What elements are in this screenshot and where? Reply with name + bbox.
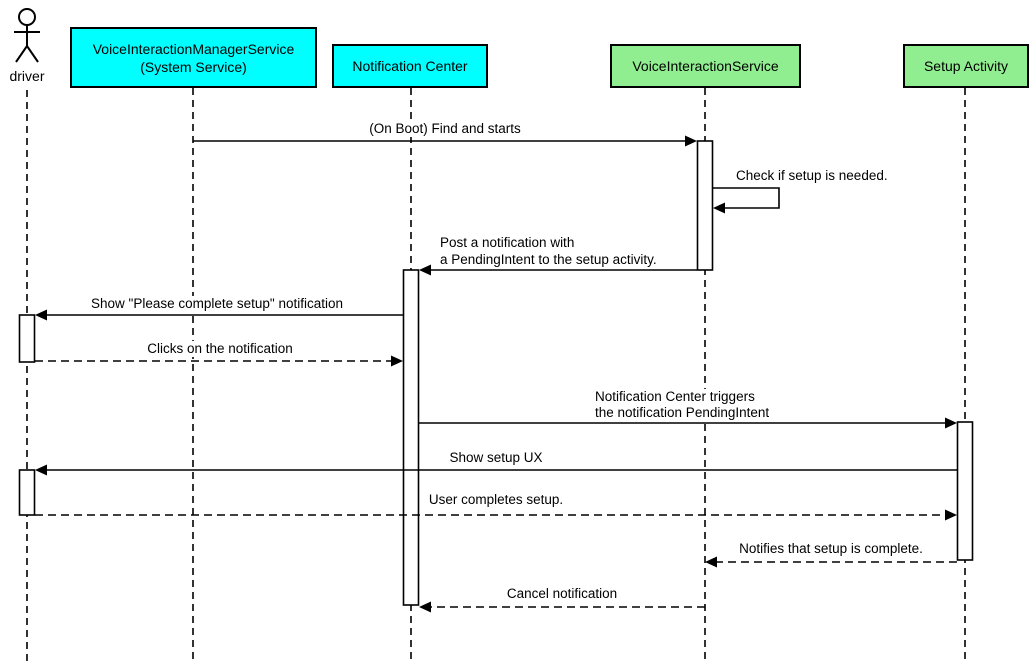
message-arrow-on-boot-find-and-starts: [193, 135, 697, 147]
message-arrow-show-setup-ux: [35, 464, 957, 476]
message-label-show-please-complete-setup-notification: Show "Please complete setup" notificatio…: [89, 296, 345, 312]
message-arrow-cancel-notification: [419, 601, 705, 613]
arrowhead-left-icon: [713, 202, 725, 214]
activation-bar-voice-interaction-service: [696, 140, 714, 271]
message-arrow-notification-center-triggers-pendingintent: [419, 417, 957, 429]
arrowhead-left-icon: [35, 464, 47, 476]
message-arrow-notifies-setup-complete: [705, 556, 957, 568]
message-arrow-check-if-setup-is-needed: [713, 187, 780, 214]
message-label-check-if-setup-is-needed: Check if setup is needed.: [734, 168, 890, 183]
activation-bar-driver-1: [18, 314, 36, 363]
message-arrow-clicks-on-the-notification: [35, 355, 403, 367]
actor-label-driver: driver: [9, 68, 45, 84]
participant-box-notification-center: Notification Center: [332, 44, 488, 88]
activation-bar-notification-center: [402, 269, 420, 606]
participant-label-line2: (System Service): [140, 58, 247, 75]
participant-label: VoiceInteractionService: [632, 58, 779, 74]
message-label-cancel-notification: Cancel notification: [504, 586, 620, 602]
participant-label-line1: VoiceInteractionManagerService: [92, 40, 295, 57]
message-label-notifies-setup-complete: Notifies that setup is complete.: [737, 541, 925, 557]
participant-box-voice-interaction-manager-service: VoiceInteractionManagerService (System S…: [70, 27, 317, 88]
activation-bar-driver-2: [18, 469, 36, 516]
message-arrow-show-please-complete-setup-notification: [35, 309, 403, 321]
arrowhead-right-icon: [945, 417, 957, 429]
message-arrow-user-completes-setup: [35, 509, 957, 521]
arrowhead-left-icon: [419, 264, 431, 276]
arrowhead-left-icon: [35, 309, 47, 321]
participant-box-voice-interaction-service: VoiceInteractionService: [610, 44, 801, 88]
message-label-notification-center-triggers-pendingintent: Notification Center triggers the notific…: [593, 389, 772, 421]
message-label-show-setup-ux: Show setup UX: [447, 450, 545, 466]
arrowhead-left-icon: [419, 601, 431, 613]
participant-label: Setup Activity: [923, 58, 1009, 74]
participant-box-setup-activity: Setup Activity: [903, 44, 1029, 88]
message-label-post-a-notification: Post a notification with a PendingIntent…: [438, 235, 659, 268]
arrowhead-right-icon: [391, 355, 403, 367]
message-label-on-boot-find-and-starts: (On Boot) Find and starts: [367, 121, 523, 137]
message-label-user-completes-setup: User completes setup.: [426, 492, 566, 508]
participant-label: Notification Center: [352, 58, 468, 74]
message-label-clicks-on-the-notification: Clicks on the notification: [145, 341, 295, 357]
actor-stick-figure-icon: [14, 8, 40, 63]
arrowhead-left-icon: [705, 556, 717, 568]
arrowhead-right-icon: [685, 135, 697, 147]
activation-bar-setup-activity: [956, 421, 974, 561]
message-arrow-post-a-notification: [419, 264, 697, 276]
arrowhead-right-icon: [945, 509, 957, 521]
